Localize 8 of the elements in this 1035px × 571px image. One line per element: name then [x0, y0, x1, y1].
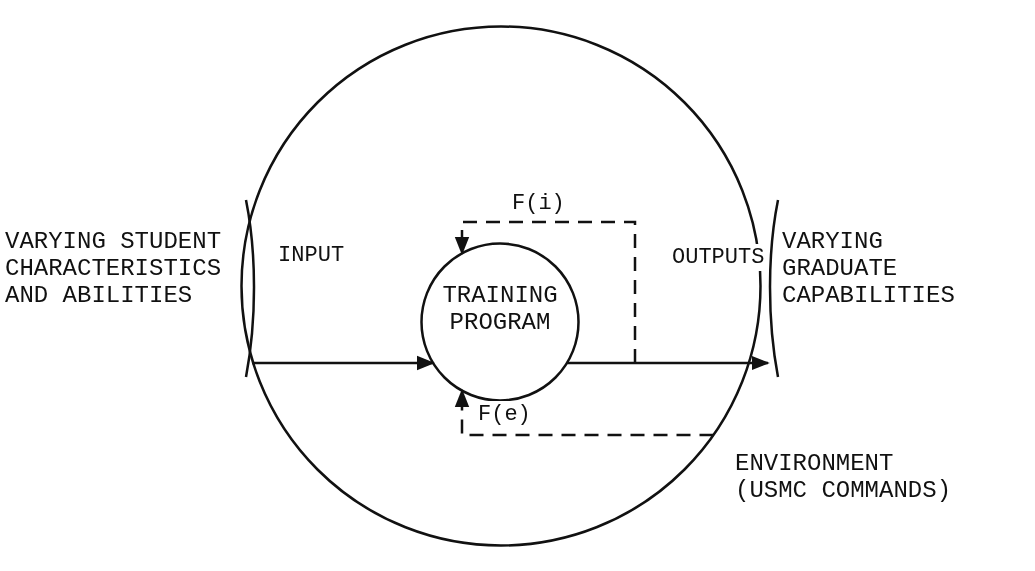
process-label: TRAINING PROGRAM	[441, 282, 559, 336]
description-text: VARYING GRADUATE CAPABILITIES	[782, 228, 956, 309]
arrow	[566, 355, 770, 371]
environment-label: ENVIRONMENT (USMC COMMANDS)	[735, 450, 953, 504]
dashed-arrow	[454, 220, 637, 363]
description-text: VARYING STUDENT CHARACTERISTICS AND ABILITIES	[5, 228, 223, 309]
edge-label: OUTPUTS	[670, 244, 767, 271]
arrow	[252, 355, 435, 371]
